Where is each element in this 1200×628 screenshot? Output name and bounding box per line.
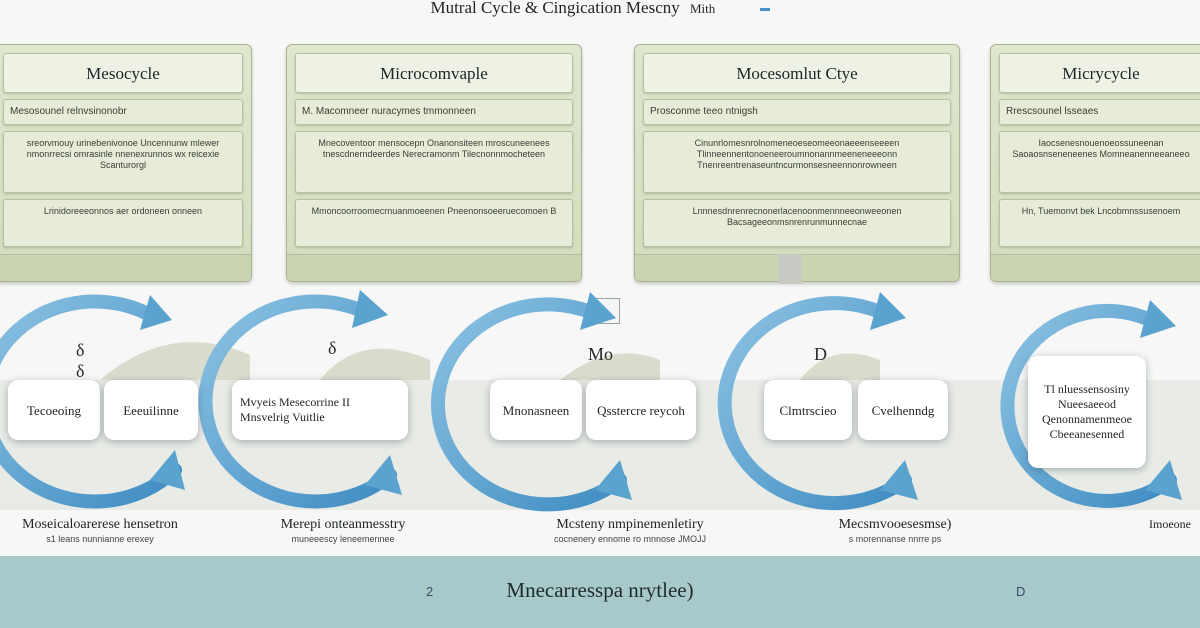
panel-body: sreorvmouy urinebenivonoe Uncennunw mlew… bbox=[3, 131, 243, 193]
panel-subtitle: Mesosounel relnvsinonobr bbox=[3, 99, 243, 125]
panel-title: Mesocycle bbox=[3, 53, 243, 93]
panel-title: Microcomvaple bbox=[295, 53, 573, 93]
panel-microcycle-right: Micrycycle Rrescsounel lsseaes Iaocsenes… bbox=[990, 44, 1200, 282]
panel-microcycle: Microcomvaple M. Macomneer nuracymes tmm… bbox=[286, 44, 582, 282]
cycle-caption: Moseicaloarerese hensetron s1 leans nunn… bbox=[22, 517, 178, 544]
panel-mesocycle: Mesocycle Mesosounel relnvsinonobr sreor… bbox=[0, 44, 252, 282]
cycle-left-label: Mnonasneen bbox=[490, 380, 582, 440]
cycle-glyph: D bbox=[814, 344, 827, 364]
panel-footer bbox=[287, 254, 581, 281]
panel-title: Micrycycle bbox=[999, 53, 1200, 93]
cycle-caption: Mecsmvooesesmse) s morennanse nnrre ps bbox=[838, 517, 952, 544]
cycle-left-label: Tl nluessensosiny Nueesaeeod Qenonnamenm… bbox=[1028, 356, 1146, 468]
panel-body-secondary: Lrinidoreeeonnos aer ordoneen onneen bbox=[3, 199, 243, 247]
cycle-left-label: Tecoeoing bbox=[8, 380, 100, 440]
cycle-glyph: δ δ bbox=[76, 340, 85, 381]
panel-subtitle: M. Macomneer nuracymes tmmonneen bbox=[295, 99, 573, 125]
cycle-arrows bbox=[0, 290, 1182, 512]
cycle-caption: Imoeone bbox=[1149, 517, 1191, 531]
panel-body: Cinunrlomesnrolnomeneoeseomeeonaeeenseee… bbox=[643, 131, 951, 193]
footer-title: Mnecarresspa nrytlee) bbox=[506, 578, 694, 602]
cycle-left-label: Mvyeis Mesecorrine II Mnsvelrig Vuitlie bbox=[232, 380, 408, 440]
cycle-caption: Mcsteny nmpinemenletiry cocnenery ennome… bbox=[553, 517, 707, 544]
panel-footer bbox=[991, 254, 1200, 281]
cycle-caption: Merepi onteanmesstry muneeescy leneemenn… bbox=[280, 517, 406, 544]
panel-body-secondary: Lnnnesdnrenrecnonerlacenoonmennneeonweeo… bbox=[643, 199, 951, 247]
panel-subtitle: Rrescsounel lsseaes bbox=[999, 99, 1200, 125]
title-marker bbox=[759, 7, 770, 11]
cycle-glyph: δ bbox=[328, 338, 337, 358]
cycle-left-label: Clmtrscieo bbox=[764, 380, 852, 440]
cycle-right-label: Cvelhenndg bbox=[858, 380, 948, 440]
panel-body: Mnecoventoor mensocepn Onanonsiteen mros… bbox=[295, 131, 573, 193]
connector-block bbox=[778, 254, 802, 284]
panel-body-secondary: Mmoncoorroomecrnuanmoeenen Pneenonsoeeru… bbox=[295, 199, 573, 247]
footer-right-letter: D bbox=[1016, 584, 1026, 599]
panel-body-secondary: Hn, Tuemonvt bek Lncobmnssusenoem bbox=[999, 199, 1200, 247]
panel-title: Mocesomlut Ctye bbox=[643, 53, 951, 93]
panel-body: Iaocsenesnouenoeossuneenan Saoaosnsenene… bbox=[999, 131, 1200, 193]
diagram-title: Mutral Cycle & Cingication Mescny Mith bbox=[0, 0, 1200, 18]
cycle-right-label: Eeeuilinne bbox=[104, 380, 198, 440]
cycle-glyph: Mo bbox=[588, 344, 614, 364]
panel-mesocycle-alt: Mocesomlut Ctye Prosconme teeo ntnigsh C… bbox=[634, 44, 960, 282]
footer-left-number: 2 bbox=[426, 584, 434, 599]
footer-band: 2 Mnecarresspa nrytlee) D bbox=[0, 556, 1200, 628]
panel-subtitle: Prosconme teeo ntnigsh bbox=[643, 99, 951, 125]
cycle-right-label: Qsstercre reycoh bbox=[586, 380, 696, 440]
panel-footer bbox=[0, 254, 251, 281]
